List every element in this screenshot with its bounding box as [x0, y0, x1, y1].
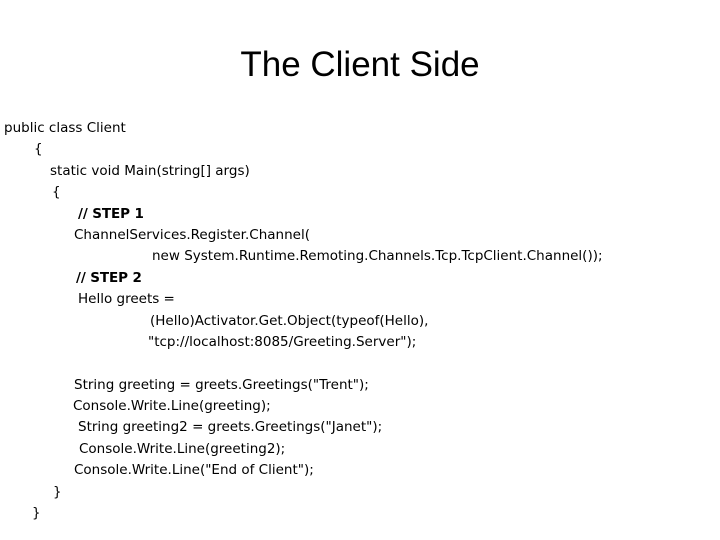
code-line: Console.Write.Line("End of Client");	[74, 462, 314, 479]
code-line: }	[53, 483, 62, 500]
code-line: (Hello)Activator.Get.Object(typeof(Hello…	[150, 312, 429, 329]
code-line: public class Client	[4, 120, 126, 136]
code-line: // STEP 2	[76, 269, 142, 286]
code-line: new System.Runtime.Remoting.Channels.Tcp…	[152, 248, 603, 265]
code-line: Console.Write.Line(greeting);	[73, 398, 271, 415]
code-line: static void Main(string[] args)	[50, 162, 250, 179]
code-block: public class Client { static void Main(str…	[0, 118, 720, 524]
code-line: ChannelServices.Register.Channel(	[74, 226, 310, 243]
page-title: The Client Side	[240, 45, 480, 84]
code-line-blank	[0, 353, 720, 374]
code-line: String greeting2 = greets.Greetings("Jan…	[78, 419, 383, 436]
code-line: "tcp://localhost:8085/Greeting.Server");	[148, 333, 417, 350]
code-line: }	[32, 505, 41, 522]
code-line: {	[52, 184, 61, 201]
code-line: {	[34, 141, 43, 158]
code-line: Console.Write.Line(greeting2);	[79, 440, 286, 457]
code-line: String greeting = greets.Greetings("Tren…	[74, 376, 369, 393]
code-line: Hello greets =	[78, 291, 175, 308]
code-line: // STEP 1	[78, 205, 144, 222]
